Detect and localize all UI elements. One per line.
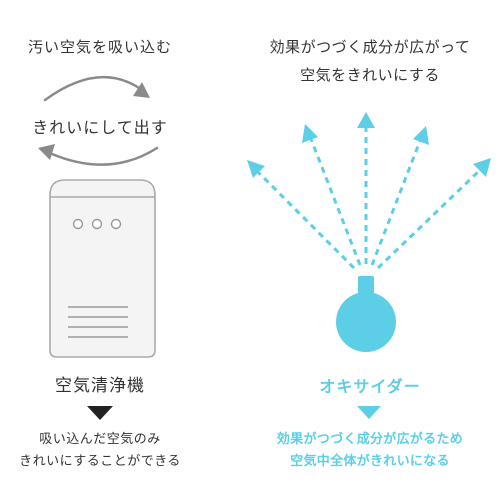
air-purifier-icon bbox=[49, 179, 156, 358]
ray-2-arrowhead bbox=[302, 124, 318, 143]
diffusion-rays bbox=[247, 112, 491, 270]
ray-1 bbox=[256, 170, 356, 270]
ray-5-arrowhead bbox=[473, 158, 491, 177]
purifier-button-2 bbox=[91, 218, 103, 230]
upper-arrow-arc bbox=[43, 75, 144, 102]
down-triangle-icon-right bbox=[357, 406, 381, 419]
down-triangle-icon-left bbox=[87, 406, 113, 420]
purifier-button-1 bbox=[72, 218, 84, 230]
bottle-neck bbox=[358, 276, 374, 296]
circular-arrows-icon bbox=[38, 75, 159, 166]
left-result-line1: 吸い込んだ空気のみ bbox=[39, 432, 161, 447]
left-result-line2: きれいにすることができる bbox=[19, 454, 181, 469]
right-top-line1: 効果がつづく成分が広がって bbox=[269, 38, 471, 56]
bottle-body bbox=[336, 292, 396, 352]
left-top-caption: 汚い空気を吸い込む bbox=[27, 38, 172, 56]
right-device-label: オキサイダー bbox=[319, 377, 421, 396]
ray-1-arrowhead bbox=[247, 160, 265, 178]
left-device-label: 空気清浄機 bbox=[55, 376, 145, 396]
ray-3-arrowhead bbox=[357, 112, 375, 128]
ray-4-arrowhead bbox=[413, 126, 429, 145]
ray-5 bbox=[376, 168, 482, 270]
left-cycle-caption: きれいにして出す bbox=[32, 118, 168, 137]
right-result-line2: 空気中全体がきれいになる bbox=[290, 454, 450, 469]
purifier-body bbox=[49, 179, 156, 358]
ray-2 bbox=[309, 138, 362, 266]
lower-arrowhead bbox=[38, 144, 55, 160]
right-result-line1: 効果がつづく成分が広がるため bbox=[276, 432, 464, 447]
upper-arrowhead bbox=[133, 82, 150, 98]
purifier-button-3 bbox=[110, 218, 122, 230]
diffuser-bottle-icon bbox=[336, 276, 396, 352]
lower-arrow-arc bbox=[50, 146, 159, 166]
right-top-line2: 空気をきれいにする bbox=[300, 66, 440, 84]
ray-4 bbox=[370, 140, 422, 266]
